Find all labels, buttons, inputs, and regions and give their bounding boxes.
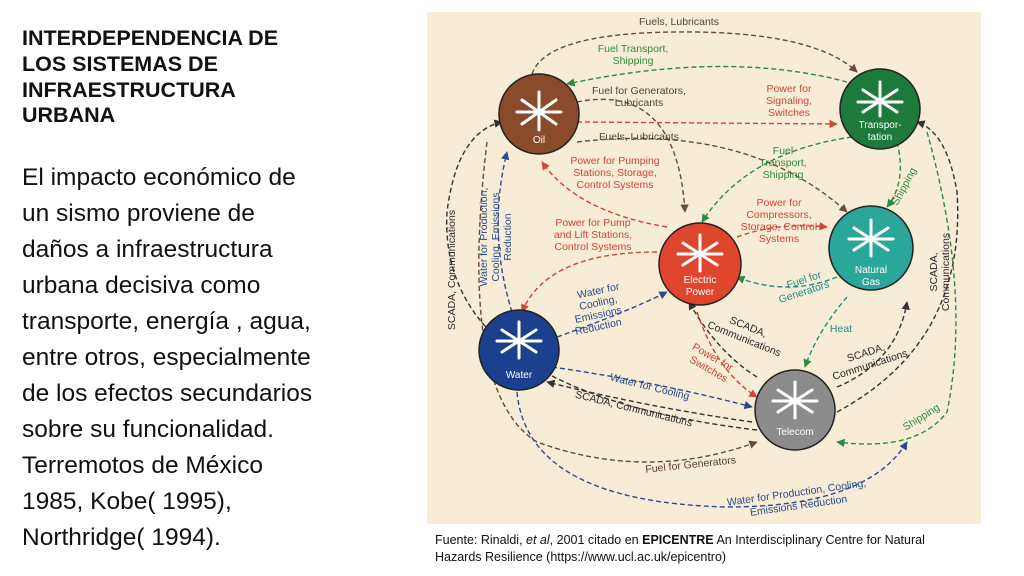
node-telecom-label: Telecom <box>776 427 813 438</box>
node-oil: Oil <box>498 73 580 155</box>
label-scada-right-1: SCADA, <box>928 252 940 291</box>
arrow-telecom-electric-scada <box>688 301 758 378</box>
caption-rest: An Interdisciplinary Centre for Natural <box>713 533 925 547</box>
label-power-pumping-3: Control Systems <box>576 179 653 191</box>
body-line: Terremotos de México <box>22 452 264 479</box>
label-fuel-generators-lubricants-1: Fuel for Generators, <box>592 85 686 97</box>
arrow-transport-gas-shipping <box>886 141 902 208</box>
node-transportation: Transpor- tation <box>839 68 921 150</box>
arrow-oil-gas-fuels <box>576 137 848 213</box>
body-line: un sismo proviene de <box>22 200 255 227</box>
label-power-compressors-3: Storage, Control <box>741 221 817 233</box>
node-gas-label-1: Natural <box>855 265 887 276</box>
caption-middle: , 2001 citado en <box>549 533 643 547</box>
label-scada-left: SCADA, Communications <box>446 210 458 330</box>
body-line: 1985, Kobe( 1995), <box>22 488 232 515</box>
arrow-electric-transport-power <box>576 119 838 129</box>
label-power-compressors-2: Compressors, <box>746 209 811 221</box>
label-water-production-left-2: Cooling, Emissions <box>490 192 502 281</box>
label-fuel-transport-mid-2: Transport, <box>759 157 806 169</box>
label-fuel-generators-lubricants-2: Lubricants <box>615 97 663 109</box>
label-scada-right-2: Communications <box>940 233 952 311</box>
interdependency-diagram: Oil Transpor- tation Electric Power Natu… <box>427 12 981 524</box>
title-line: INFRAESTRUCTURA <box>22 77 236 102</box>
label-power-pumping-1: Power for Pumping <box>570 155 659 167</box>
arrow-gas-electric-fuel <box>736 275 838 288</box>
label-fuel-generators-bottom: Fuel for Generators <box>645 454 737 475</box>
arrow-oil-transport-fuels <box>531 31 858 75</box>
node-electric-power: Electric Power <box>658 222 742 306</box>
label-power-pump-lift-3: Control Systems <box>554 241 631 253</box>
body-line: daños a infraestructura <box>22 236 273 263</box>
node-gas-label-2: Gas <box>862 277 880 288</box>
body-line: transporte, energía , agua, <box>22 308 311 335</box>
arrow-water-bottom-production <box>516 391 908 508</box>
body-line: Northridge( 1994). <box>22 524 221 551</box>
node-telecom: Telecom <box>754 369 836 451</box>
caption-line-2: Hazards Resilience (https://www.ucl.ac.u… <box>435 549 727 564</box>
arrow-water-telecom-cooling <box>551 366 753 410</box>
label-power-compressors-4: Systems <box>759 233 799 245</box>
node-water-label: Water <box>506 370 533 381</box>
caption-prefix: Fuente: Rinaldi, <box>435 533 527 547</box>
label-power-pumping-2: Stations, Storage, <box>573 167 656 179</box>
body-line: El impacto económico de <box>22 164 296 191</box>
node-oil-label: Oil <box>533 135 545 146</box>
label-power-signaling-1: Power for <box>767 83 812 95</box>
arrow-telecom-transport-scada <box>836 120 959 413</box>
caption-line-1: Fuente: Rinaldi, et al, 2001 citado en E… <box>435 532 995 549</box>
node-electric-label-1: Electric <box>684 275 717 286</box>
label-fuels-lubricants-mid: Fuels, Lubricants <box>599 131 679 143</box>
arrow-electric-water-power <box>521 251 658 313</box>
label-water-production-left-1: Water for Production, <box>478 188 490 287</box>
body-line: de los efectos secundarios <box>22 380 313 407</box>
label-fuels-lubricants-top: Fuels, Lubricants <box>639 16 719 28</box>
label-power-signaling-3: Switches <box>768 107 810 119</box>
title-line: URBANA <box>22 103 116 128</box>
slide-body-text: El impacto económico de un sismo provien… <box>22 160 362 556</box>
title-line: INTERDEPENDENCIA DE <box>22 26 279 50</box>
slide-title: INTERDEPENDENCIA DE LOS SISTEMAS DE INFR… <box>22 26 352 129</box>
arrow-transport-electric-shipping <box>701 136 853 223</box>
node-natural-gas: Natural Gas <box>828 205 914 291</box>
label-power-pump-lift-2: and Lift Stations, <box>554 229 632 241</box>
diagram-svg: Oil Transpor- tation Electric Power Natu… <box>446 16 959 519</box>
body-line: sobre su funcionalidad. <box>22 416 274 443</box>
node-electric-label-2: Power <box>686 287 715 298</box>
arrow-oil-telecom-fuel <box>478 141 758 463</box>
label-shipping-bottom-right: Shipping <box>901 401 942 433</box>
node-transportation-label-2: tation <box>868 132 892 143</box>
arrow-transport-telecom-shipping <box>836 131 957 448</box>
arrow-electric-telecom-power <box>696 311 758 398</box>
label-fuel-transport-mid-3: Shipping <box>763 169 804 181</box>
arrow-gas-telecom-heat <box>803 296 848 368</box>
node-water: Water <box>478 309 560 391</box>
label-heat: Heat <box>830 323 852 335</box>
caption-org: EPICENTRE <box>642 533 714 547</box>
label-fuel-transport-top-1: Fuel Transport, <box>598 43 669 55</box>
label-power-compressors-1: Power for <box>757 197 802 209</box>
body-line: urbana decisiva como <box>22 272 261 299</box>
label-water-production-left-3: Reduction <box>502 213 514 260</box>
arrow-telecom-gas-scada <box>836 301 910 388</box>
arrow-telecom-oil-scada <box>446 119 758 431</box>
label-fuel-transport-mid-1: Fuel <box>773 145 793 157</box>
label-power-pump-lift-1: Power for Pump <box>555 217 630 229</box>
arrow-transport-oil-shipping <box>566 65 848 87</box>
caption-et-al: et al <box>526 533 550 547</box>
figure-caption: Fuente: Rinaldi, et al, 2001 citado en E… <box>435 532 995 566</box>
label-shipping-right: Shipping <box>889 166 919 208</box>
arrow-oil-electric-fuel <box>576 98 689 213</box>
title-line: LOS SISTEMAS DE <box>22 51 218 76</box>
arrow-water-oil-water <box>497 151 513 313</box>
label-fuel-transport-top-2: Shipping <box>613 55 654 67</box>
arrow-telecom-water-scada <box>546 379 753 423</box>
node-transportation-label-1: Transpor- <box>859 120 902 131</box>
label-power-signaling-2: Signaling, <box>766 95 812 107</box>
arrow-electric-gas-power <box>736 222 828 238</box>
arrow-electric-oil-power <box>541 161 668 228</box>
body-line: entre otros, especialmente <box>22 344 311 371</box>
label-water-cooling: Water for Cooling <box>609 371 691 402</box>
arrow-water-electric-cooling <box>556 291 668 338</box>
